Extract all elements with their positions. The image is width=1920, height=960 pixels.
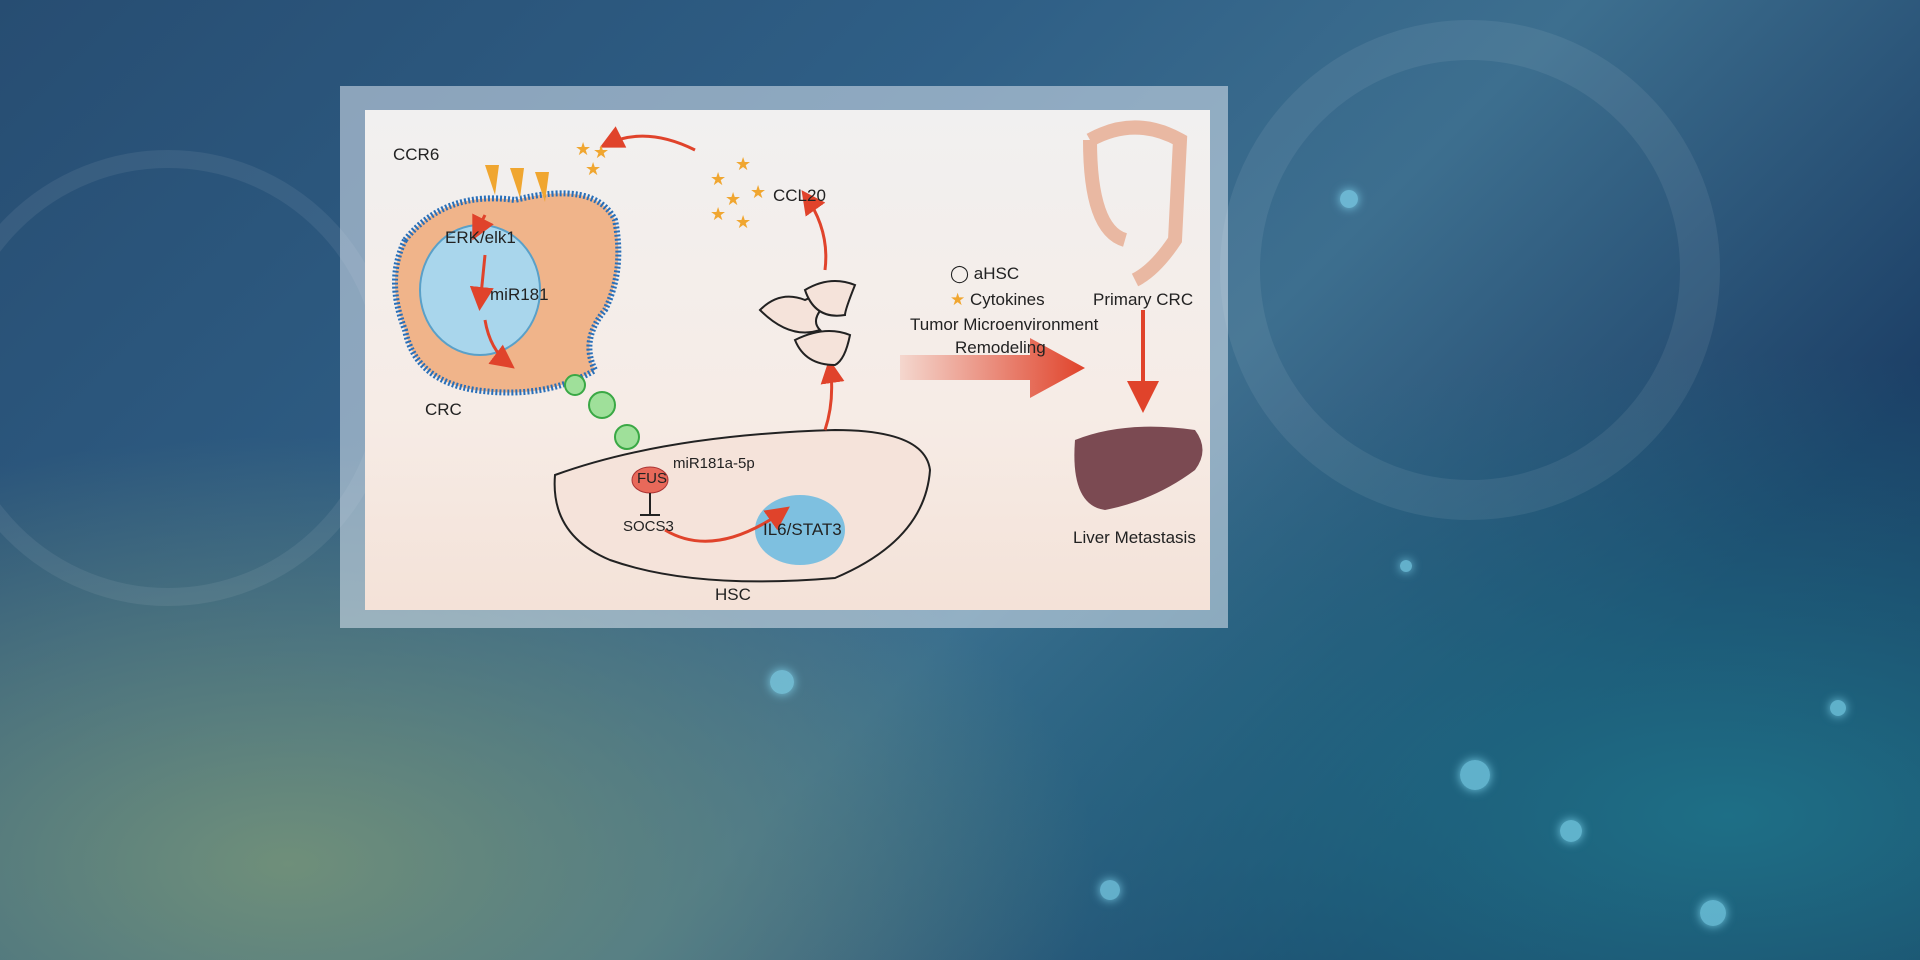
- arrow-ahsc-ccl20: [801, 190, 828, 271]
- ahsc-cells: [758, 280, 857, 367]
- legend-cytokines-label: Cytokines: [969, 290, 1045, 309]
- svg-text:★: ★: [725, 189, 741, 209]
- label-il6-stat3: IL6/STAT3: [763, 520, 842, 539]
- legend-ahsc-label: aHSC: [973, 264, 1020, 283]
- diagram-graphics: ★★★★★★★★★: [392, 120, 1203, 583]
- arrow-ccl20-ccr6: [599, 126, 696, 152]
- label-crc: CRC: [425, 400, 462, 419]
- arrow-hsc-ahsc: [820, 359, 845, 431]
- arrow-socs3-il6: [664, 506, 790, 543]
- inhibition-line: [640, 493, 660, 516]
- svg-text:★: ★: [735, 212, 751, 232]
- label-tme-1: Tumor Microenvironment: [910, 315, 1099, 334]
- bokeh-dot: [1560, 820, 1582, 842]
- bokeh-dot: [1400, 560, 1412, 572]
- colon-illustration: [1083, 120, 1188, 287]
- label-erk: ERK/elk1: [445, 228, 516, 247]
- exosome: [614, 424, 640, 450]
- svg-text:★: ★: [750, 182, 766, 202]
- bokeh-dot: [1100, 880, 1120, 900]
- label-mir181: miR181: [490, 285, 549, 304]
- svg-text:★: ★: [735, 154, 751, 174]
- label-socs3: SOCS3: [623, 518, 674, 535]
- label-primary-crc: Primary CRC: [1093, 290, 1194, 309]
- label-ccl20: CCL20: [773, 186, 826, 205]
- arrow-mir181-exosome: [483, 319, 515, 369]
- legend-cytokines: ★ Cytokines: [950, 290, 1045, 310]
- label-hsc: HSC: [715, 585, 751, 604]
- svg-text:★: ★: [585, 159, 601, 179]
- arrow-ccr6-erk: [472, 213, 494, 241]
- label-mir181a: miR181a-5p: [673, 455, 755, 472]
- bg-ring: [0, 150, 396, 606]
- ccr6-receptors: [485, 165, 549, 202]
- figure-panel: ★★★★★★★★★ CCR6 ERK/elk1 miR181 CRC CCL20…: [365, 110, 1210, 610]
- svg-text:★: ★: [593, 142, 609, 162]
- bokeh-dot: [770, 670, 794, 694]
- bokeh-dot: [1460, 760, 1490, 790]
- svg-text:★: ★: [710, 169, 726, 189]
- label-fus: FUS: [637, 470, 667, 487]
- remodeling-arrow: [900, 338, 1085, 398]
- bokeh-dot: [1830, 700, 1846, 716]
- bokeh-dot: [1340, 190, 1358, 208]
- svg-text:★: ★: [575, 139, 591, 159]
- label-liver-metastasis: Liver Metastasis: [1073, 528, 1196, 547]
- cytokine-icon: ★: [950, 290, 966, 309]
- label-ccr6: CCR6: [393, 145, 440, 164]
- liver-illustration: [1074, 426, 1203, 510]
- bokeh-dot: [1700, 900, 1726, 926]
- ccl20-stars: ★★★★★★★★★: [575, 139, 766, 232]
- legend-ahsc: ◯ aHSC: [950, 264, 1020, 283]
- arrow-erk-mir181: [469, 254, 494, 311]
- hsc-cell: [553, 428, 932, 583]
- label-tme-2: Remodeling: [955, 338, 1046, 357]
- exosome: [588, 391, 616, 419]
- exosome: [564, 374, 586, 396]
- bg-ring: [1220, 20, 1720, 520]
- svg-text:★: ★: [710, 204, 726, 224]
